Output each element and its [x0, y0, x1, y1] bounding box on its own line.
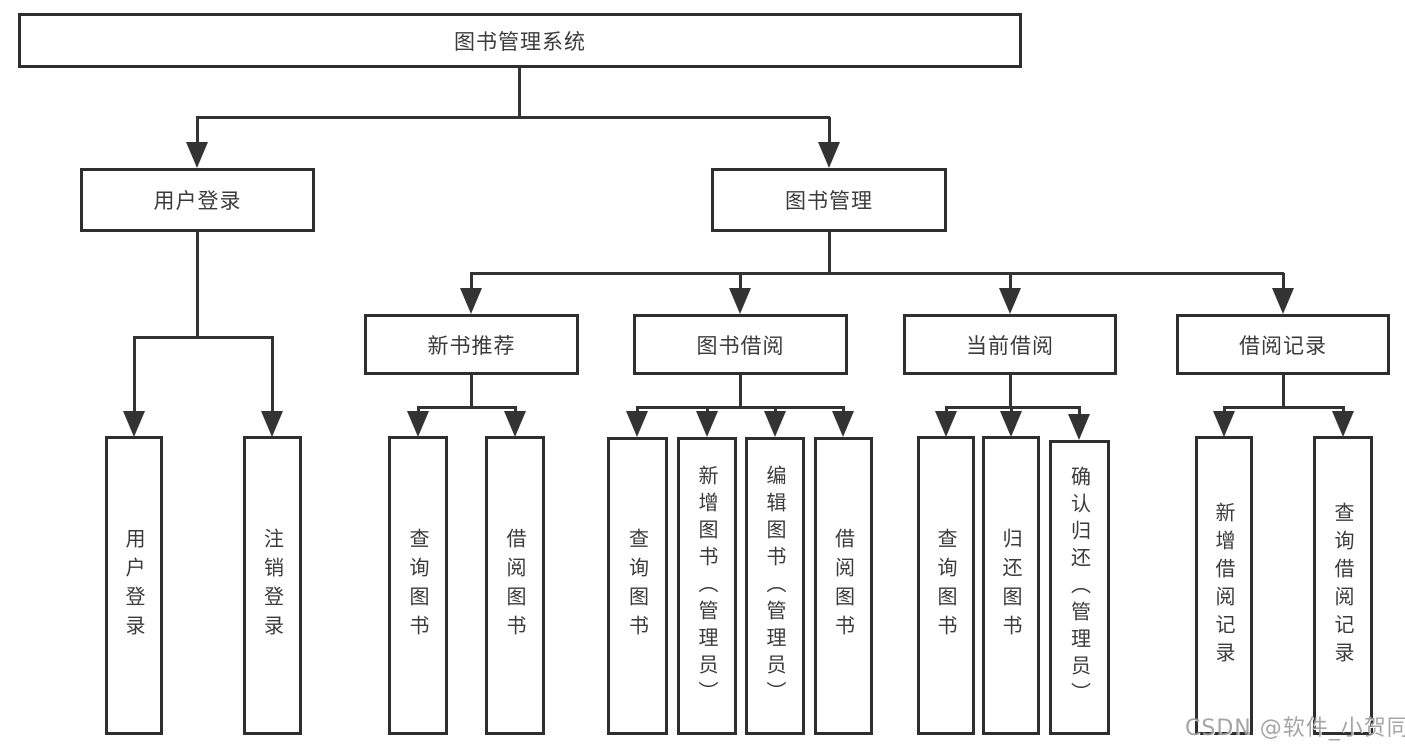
arrow-down-icon — [935, 411, 957, 437]
arrow-down-icon — [1332, 411, 1354, 437]
arrow-down-icon — [504, 411, 526, 437]
connector-drop — [470, 273, 473, 290]
node-book-management-system: 图书管理系统 — [18, 13, 1022, 68]
connector-drop — [196, 117, 199, 144]
connector-drop — [1010, 407, 1013, 413]
arrow-down-icon — [626, 411, 648, 437]
arrow-down-icon — [460, 288, 482, 314]
arrow-down-icon — [832, 411, 854, 437]
leaf-query-borrow-record: 查询借阅记录 — [1313, 436, 1373, 735]
leaf-add-borrow-record: 新增借阅记录 — [1195, 436, 1253, 735]
connector-drop — [133, 337, 136, 413]
leaf-user-login: 用户登录 — [105, 436, 163, 735]
arrow-down-icon — [696, 411, 718, 437]
connector-split — [636, 406, 845, 409]
connector-stem — [1009, 375, 1012, 408]
connector-drop — [417, 407, 420, 413]
connector-drop — [842, 407, 845, 413]
connector-drop — [1223, 407, 1226, 413]
connector-l1-split — [196, 116, 830, 119]
leaf-query-books-borrowing: 查询图书 — [607, 437, 668, 735]
leaf-confirm-return-admin: 确认归还（管理员） — [1049, 440, 1110, 735]
arrow-down-icon — [407, 411, 429, 437]
leaf-query-books-recommend: 查询图书 — [388, 436, 448, 735]
connector-drop — [271, 337, 274, 413]
node-user-login: 用户登录 — [80, 168, 315, 232]
connector-user-login-stem — [196, 232, 199, 338]
csdn-watermark: CSDN @软件_小贺同学 — [1185, 716, 1405, 741]
connector-stem — [470, 375, 473, 408]
connector-drop — [945, 407, 948, 413]
leaf-query-books-current: 查询图书 — [917, 436, 975, 735]
arrow-down-icon — [123, 411, 145, 437]
node-book-borrowing: 图书借阅 — [633, 314, 848, 375]
arrow-down-icon — [729, 288, 751, 314]
connector-split — [1223, 406, 1345, 409]
leaf-return-books: 归还图书 — [982, 436, 1040, 735]
connector-drop — [739, 273, 742, 290]
connector-split — [945, 406, 1081, 409]
connector-drop — [774, 407, 777, 413]
arrow-down-icon — [999, 288, 1021, 314]
leaf-add-books-admin: 新增图书（管理员） — [677, 437, 737, 735]
connector-drop — [1282, 273, 1285, 290]
connector-drop — [828, 117, 831, 144]
leaf-logout: 注销登录 — [243, 436, 302, 735]
connector-l3-split — [470, 272, 1284, 275]
arrow-down-icon — [1068, 414, 1090, 440]
connector-drop — [514, 407, 517, 413]
leaf-edit-books-admin: 编辑图书（管理员） — [745, 437, 805, 735]
node-book-management: 图书管理 — [711, 168, 947, 232]
connector-split — [417, 406, 517, 409]
connector-drop — [1342, 407, 1345, 413]
arrow-down-icon — [186, 142, 208, 168]
node-borrowing-records: 借阅记录 — [1176, 314, 1390, 375]
node-new-book-recommend: 新书推荐 — [364, 314, 579, 375]
arrow-down-icon — [818, 142, 840, 168]
connector-drop — [706, 407, 709, 413]
arrow-down-icon — [261, 411, 283, 437]
connector-stem — [739, 375, 742, 408]
connector-drop — [1078, 407, 1081, 416]
connector-drop — [636, 407, 639, 413]
connector-user-login-split — [133, 336, 274, 339]
arrow-down-icon — [1213, 411, 1235, 437]
arrow-down-icon — [764, 411, 786, 437]
arrow-down-icon — [1272, 288, 1294, 314]
connector-stem — [1282, 375, 1285, 408]
connector-book-mgmt-stem — [828, 232, 831, 274]
leaf-borrow-books-recommend: 借阅图书 — [485, 436, 545, 735]
connector-root-stem — [518, 68, 521, 118]
arrow-down-icon — [1000, 411, 1022, 437]
node-current-borrowing: 当前借阅 — [903, 314, 1117, 375]
leaf-borrow-books-borrowing: 借阅图书 — [814, 437, 873, 735]
connector-drop — [1009, 273, 1012, 290]
